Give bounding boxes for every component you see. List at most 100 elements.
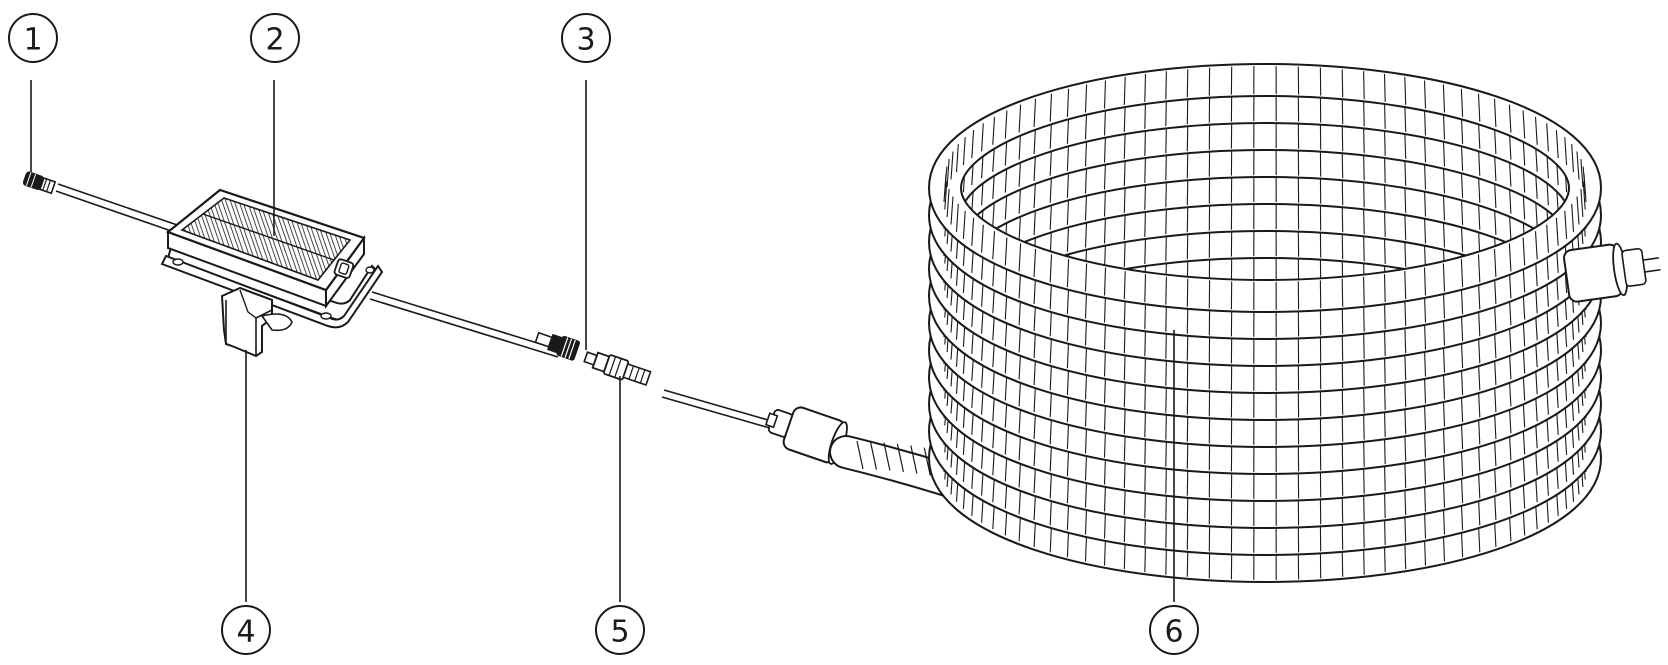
hose-rib bbox=[955, 203, 959, 232]
hose-rib bbox=[1341, 96, 1344, 125]
hose-rib bbox=[869, 441, 878, 470]
hose-rib bbox=[962, 210, 966, 239]
hose-rib bbox=[1363, 546, 1365, 575]
hose-rib bbox=[962, 137, 966, 166]
hose-rib bbox=[944, 181, 948, 210]
hose-rib bbox=[1442, 165, 1446, 194]
hose-rib bbox=[981, 123, 984, 152]
hose-rib bbox=[1534, 116, 1538, 145]
hose-rib bbox=[1383, 181, 1386, 210]
hose-rib bbox=[1123, 487, 1126, 516]
hose-rib bbox=[1477, 254, 1481, 283]
hose-rib bbox=[1084, 165, 1088, 194]
hose-rib bbox=[1363, 233, 1365, 262]
hose-rib bbox=[1144, 154, 1147, 183]
solar-control-box bbox=[160, 188, 384, 329]
hose-rib bbox=[1165, 411, 1167, 440]
hose-rib bbox=[1460, 142, 1464, 171]
hose-rib bbox=[1404, 103, 1407, 132]
hose-rib bbox=[1341, 413, 1344, 442]
hose-rib bbox=[1383, 73, 1386, 102]
hose-rib bbox=[1404, 487, 1407, 516]
hose-rib bbox=[1341, 386, 1344, 415]
hose-rib bbox=[1066, 115, 1070, 144]
hose-rib bbox=[1363, 98, 1365, 127]
hose-rib bbox=[1423, 267, 1427, 296]
hose-rib bbox=[1066, 142, 1070, 171]
callout-number: 5 bbox=[610, 615, 629, 650]
callout-2: 2 bbox=[250, 13, 300, 63]
hose-rib bbox=[1363, 519, 1365, 548]
hose-rib bbox=[1460, 223, 1464, 252]
hose-rib bbox=[1404, 460, 1407, 489]
female-connector bbox=[534, 331, 581, 361]
hose-rib bbox=[1423, 510, 1427, 539]
hose-rib bbox=[1442, 479, 1446, 508]
hose-rib bbox=[1018, 104, 1022, 133]
hose-rib bbox=[1442, 317, 1446, 346]
hose-rib bbox=[1123, 211, 1126, 240]
hose-rib bbox=[1404, 184, 1407, 213]
hose-rib bbox=[1423, 375, 1427, 404]
hose-rib bbox=[1165, 98, 1167, 127]
hose-rib bbox=[1186, 467, 1189, 496]
hose-rib bbox=[1084, 506, 1088, 535]
hose-rib bbox=[1186, 494, 1189, 523]
hose-rib bbox=[1363, 438, 1365, 467]
hose-rib bbox=[1423, 429, 1427, 458]
plug-adapter bbox=[583, 351, 652, 387]
hose-rib bbox=[1522, 110, 1526, 139]
hose-rib bbox=[1144, 274, 1147, 303]
hose-rib bbox=[1564, 137, 1568, 166]
hose-rib bbox=[1186, 150, 1189, 179]
hose-rib bbox=[1363, 276, 1365, 305]
hose-rib bbox=[1103, 294, 1107, 323]
hose-rib bbox=[1442, 371, 1446, 400]
hose-rib bbox=[950, 196, 954, 225]
hose-rib bbox=[883, 442, 891, 471]
hose-rib bbox=[1186, 305, 1189, 334]
hose-rib bbox=[1341, 359, 1344, 388]
hose-rib bbox=[1404, 325, 1407, 354]
hose-rib bbox=[1033, 248, 1037, 278]
hose-rib bbox=[1123, 352, 1126, 381]
hose-rib bbox=[1144, 73, 1147, 102]
hose-rib bbox=[1123, 460, 1126, 489]
hose-rib bbox=[1341, 440, 1344, 469]
hose-rib bbox=[1582, 181, 1586, 210]
hose-rib bbox=[1341, 69, 1344, 98]
hose-rib bbox=[1144, 436, 1147, 465]
hose-rib bbox=[1165, 384, 1167, 413]
mounting-clamp bbox=[220, 286, 293, 358]
hose-rib bbox=[1442, 425, 1446, 454]
hose-rib bbox=[1383, 382, 1386, 411]
hose-rib bbox=[1341, 332, 1344, 361]
hose-rib bbox=[1103, 483, 1107, 512]
hose-rib bbox=[1341, 123, 1344, 152]
hose-rib bbox=[1363, 152, 1365, 181]
hose-rib bbox=[1084, 219, 1088, 248]
hose-rib bbox=[1404, 238, 1407, 267]
hose-rib bbox=[1508, 104, 1512, 133]
hose-rib bbox=[1383, 463, 1386, 492]
hose-rib bbox=[1383, 208, 1386, 237]
hose-rib bbox=[1546, 224, 1549, 253]
leader-lines bbox=[30, 80, 1175, 602]
hose-rib bbox=[1084, 425, 1088, 454]
hose-rib bbox=[1442, 111, 1446, 140]
hose-rib bbox=[1186, 386, 1189, 415]
hose-rib bbox=[1383, 544, 1386, 573]
hose-rib bbox=[1165, 519, 1167, 548]
callout-number: 6 bbox=[1164, 615, 1183, 650]
hose-rib bbox=[1186, 332, 1189, 361]
hose-rib bbox=[1383, 517, 1386, 546]
hose-rib bbox=[1144, 490, 1147, 519]
hose-rib bbox=[1165, 546, 1167, 575]
hose-rib bbox=[1341, 521, 1344, 550]
hose-rib bbox=[1383, 301, 1386, 330]
hose-rib bbox=[1165, 233, 1167, 262]
hose-rib bbox=[1582, 166, 1586, 195]
hose-rib bbox=[1404, 298, 1407, 327]
hose-rib bbox=[1363, 384, 1365, 413]
